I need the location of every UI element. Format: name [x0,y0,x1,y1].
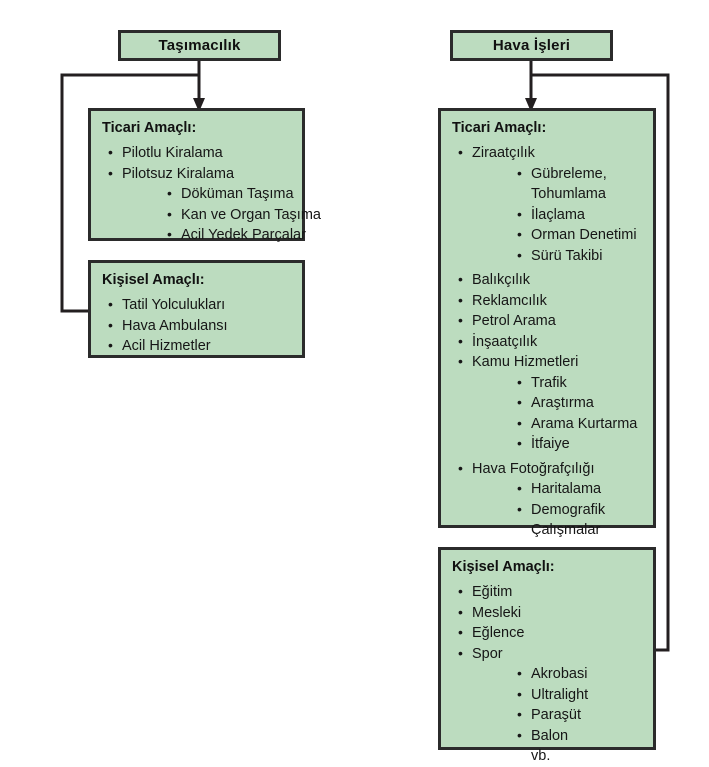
list-item: Trafik [509,372,653,394]
list-item: Hava Fotoğrafçılığı [450,458,653,480]
header-box-aerial-work[interactable]: Hava İşleri [450,30,613,61]
list-item: Ultralight [509,684,653,706]
panel-left-commercial: Ticari Amaçlı: Pilotlu KiralamaPilotsuz … [88,108,321,244]
list-item: Pilotsuz Kiralama [100,163,302,185]
list-item: Acil Hizmetler [100,335,302,357]
header-label-aerial-work: Hava İşleri [492,37,571,54]
list-item: Haritalama [509,478,653,500]
list-item: Pilotlu Kiralama [100,142,302,164]
list-left-personal: Tatil YolculuklarıHava AmbulansıAcil Hiz… [91,294,302,357]
header-label-transport: Taşımacılık [158,37,241,54]
list-item: İnşaatçılık [450,331,653,353]
panel-title-right-commercial: Ticari Amaçlı: [452,120,547,136]
list-item: Tohumlama [531,186,606,202]
list-item: Gübreleme, [509,163,653,185]
list-item: İtfaiye [509,433,653,455]
panel-title-right-personal: Kişisel Amaçlı: [452,559,555,575]
list-item: Demografik [509,499,653,521]
list-item: Kamu Hizmetleri [450,351,653,373]
list-item: Döküman Taşıma [159,183,302,205]
list-item: Mesleki [450,602,653,624]
list-item: Orman Denetimi [509,224,653,246]
list-item: Çalışmalar [531,522,601,538]
list-item: Eğlence [450,622,653,644]
panel-title-left-commercial: Ticari Amaçlı: [102,120,197,136]
list-item: Balıkçılık [450,269,653,291]
list-item: Ziraatçılık [450,142,653,164]
list-right-commercial: ZiraatçılıkGübreleme,TohumlamaİlaçlamaOr… [441,142,653,541]
panel-right-personal: Kişisel Amaçlı: EğitimMeslekiEğlenceSpor… [438,547,656,764]
list-item: Kan ve Organ Taşıma [159,204,321,226]
list-item: vb. [531,748,551,764]
panel-title-left-personal: Kişisel Amaçlı: [102,272,205,288]
panel-left-personal: Kişisel Amaçlı: Tatil YolculuklarıHava A… [88,260,305,358]
list-item: Petrol Arama [450,310,653,332]
list-item: Paraşüt [509,704,653,726]
list-item: Araştırma [509,392,653,414]
panel-right-commercial: Ticari Amaçlı: ZiraatçılıkGübreleme,Tohu… [438,108,656,538]
list-item: Hava Ambulansı [100,315,302,337]
list-item: Arama Kurtarma [509,413,653,435]
list-item: Akrobasi [509,663,653,685]
list-item: İlaçlama [509,204,653,226]
list-right-personal: EğitimMeslekiEğlenceSporAkrobasiUltralig… [441,581,653,767]
list-left-commercial: Pilotlu KiralamaPilotsuz KiralamaDöküman… [91,142,321,246]
list-item: Sürü Takibi [509,245,653,267]
list-item: Acil Yedek Parçalar [159,224,306,246]
list-item: Tatil Yolculukları [100,294,302,316]
list-item: Balon [509,725,653,747]
list-item: Eğitim [450,581,653,603]
list-item: Reklamcılık [450,290,653,312]
list-item: Spor [450,643,653,665]
header-box-transport[interactable]: Taşımacılık [118,30,281,61]
